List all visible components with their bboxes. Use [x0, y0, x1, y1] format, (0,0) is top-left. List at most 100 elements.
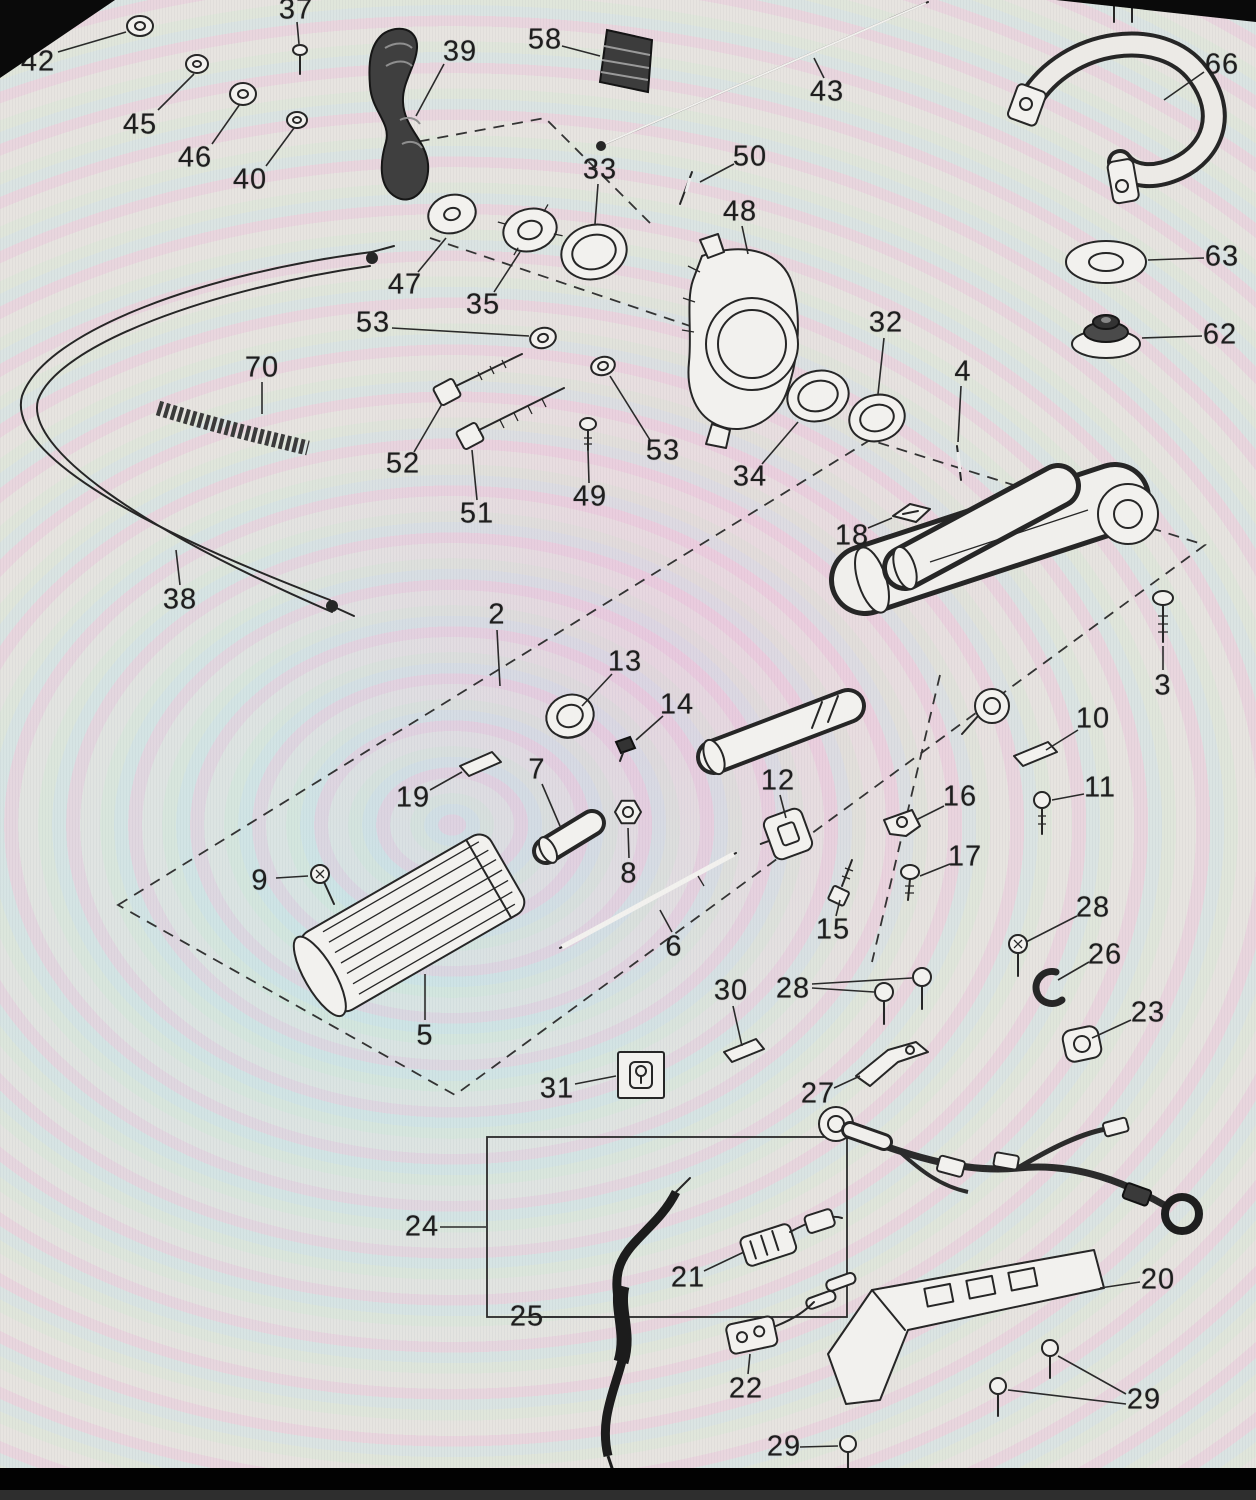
leader-line-10: [1045, 729, 1079, 751]
part-connector-22: [725, 1271, 857, 1355]
leader-line-53: [391, 327, 530, 337]
part-label-25: 25: [509, 1300, 545, 1333]
switch-symbol-icon: [629, 1061, 653, 1089]
part-housing-48: [681, 233, 799, 449]
part-rubber-boot: [598, 28, 654, 94]
leader-line-38: [175, 549, 181, 586]
leader-line-53: [609, 375, 651, 441]
part-label-16: 16: [942, 780, 978, 813]
leader-line-46: [211, 103, 241, 145]
leader-line-66: [1163, 71, 1205, 101]
leader-line-43: [813, 57, 825, 79]
part-label-12: 12: [760, 764, 796, 797]
part-link-rod: [596, 1, 929, 151]
leader-line-17: [919, 863, 951, 877]
part-label-40: 40: [232, 163, 268, 196]
part-label-17: 17: [947, 840, 983, 873]
part-screw-28-right: [1008, 934, 1028, 977]
part-label-5: 5: [416, 1019, 434, 1052]
wiring-region-box: [486, 1136, 848, 1318]
part-rod-6: [559, 851, 737, 950]
part-label-48: 48: [722, 195, 758, 228]
part-label-50: 50: [732, 140, 768, 173]
part-chip-19: [459, 751, 502, 777]
part-grip: [292, 833, 526, 1018]
part-cam-35: [497, 204, 563, 256]
part-washer-63: [1065, 240, 1147, 284]
part-label-18: 18: [834, 519, 870, 552]
part-bolt-51: [455, 387, 565, 450]
leader-line-35: [493, 251, 521, 293]
part-symbol-plate-31: [617, 1051, 665, 1099]
part-throttle-shaft: [696, 688, 1010, 776]
part-label-19: 19: [395, 781, 431, 814]
leader-line-33: [594, 183, 599, 225]
part-label-52: 52: [385, 447, 421, 480]
leader-line-19: [429, 771, 463, 791]
leader-line-52: [413, 403, 443, 453]
part-label-63: 63: [1204, 240, 1240, 273]
leader-line-51: [471, 449, 478, 501]
leader-line-30: [732, 1005, 743, 1047]
part-steering-handle: [1006, 0, 1227, 205]
part-bolt-11: [1033, 791, 1051, 835]
part-label-27: 27: [800, 1077, 836, 1110]
part-bolt-17: [900, 864, 920, 901]
photo-edge-bottom: [0, 1468, 1256, 1500]
leader-line-7: [541, 783, 561, 827]
part-label-38: 38: [162, 583, 198, 616]
part-label-13: 13: [607, 645, 643, 678]
part-label-20: 20: [1140, 1263, 1176, 1296]
part-label-31: 31: [539, 1072, 575, 1105]
leader-line-49: [587, 449, 590, 484]
part-label-26: 26: [1087, 938, 1123, 971]
part-label-46: 46: [177, 141, 213, 174]
leader-line-50: [699, 163, 735, 183]
part-label-4: 4: [954, 355, 972, 388]
part-chip-30: [723, 1038, 765, 1063]
part-label-24: 24: [404, 1210, 440, 1243]
leader-line-32: [877, 337, 885, 395]
part-label-28: 28: [1075, 891, 1111, 924]
part-label-45: 45: [122, 108, 158, 141]
part-washer-47: [427, 193, 477, 235]
part-label-70: 70: [244, 351, 280, 384]
leader-line-29: [799, 1445, 839, 1448]
part-label-35: 35: [465, 288, 501, 321]
part-label-23: 23: [1130, 996, 1166, 1029]
leader-line-47: [417, 237, 447, 273]
part-screw-3: [1152, 590, 1174, 643]
part-label-30: 30: [713, 974, 749, 1007]
part-pin-50: [679, 171, 693, 205]
part-chip-10: [1013, 741, 1058, 767]
part-label-51: 51: [459, 497, 495, 530]
part-clamp-12: [759, 807, 814, 861]
leader-line-28: [1025, 915, 1078, 943]
leader-line-9: [275, 875, 309, 879]
leader-line-29: [1057, 1355, 1127, 1395]
leader-line-6: [659, 909, 673, 933]
part-label-6: 6: [665, 930, 683, 963]
part-label-28: 28: [775, 972, 811, 1005]
leader-line-63: [1147, 257, 1205, 261]
part-label-34: 34: [732, 460, 768, 493]
part-washer-53b: [590, 355, 616, 377]
part-corrugated-tube: [155, 400, 310, 456]
leader-line-42: [57, 31, 127, 53]
part-label-21: 21: [670, 1261, 706, 1294]
part-cables: [19, 245, 395, 617]
leader-line-26: [1057, 961, 1090, 981]
part-label-29: 29: [766, 1430, 802, 1463]
part-label-9: 9: [251, 864, 269, 897]
part-bushing-7: [532, 809, 606, 865]
part-label-66: 66: [1204, 48, 1240, 81]
part-grommet-62: [1071, 314, 1141, 359]
part-label-58: 58: [527, 23, 563, 56]
leader-line-18: [867, 517, 893, 529]
part-screw-37: [292, 44, 308, 75]
leader-line-37: [296, 21, 300, 45]
part-oring-32: [848, 393, 906, 443]
part-label-37: 37: [278, 0, 314, 26]
part-ring-33: [560, 223, 628, 281]
